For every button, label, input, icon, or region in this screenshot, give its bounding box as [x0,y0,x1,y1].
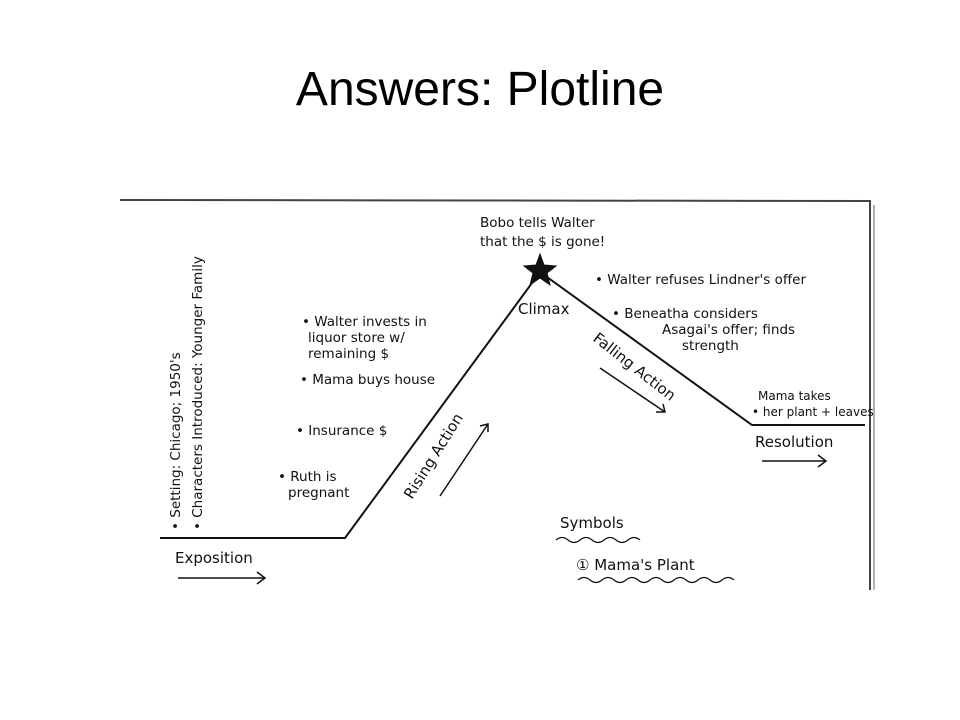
rising-event-3: • Insurance $ [296,423,387,439]
symbols-item: ① Mama's Plant [576,556,695,574]
resolution-label: Resolution [755,433,833,451]
rising-arrow-icon [439,423,489,497]
symbols-item-underline [577,576,735,584]
resolution-line1: Mama takes [758,389,831,403]
exposition-characters: • Characters Introduced: Younger Family [190,256,206,530]
rising-event-1-line1: • Walter invests in [302,314,427,330]
falling-event-1: • Walter refuses Lindner's offer [595,272,806,288]
slide-title: Answers: Plotline [295,63,665,116]
rising-action-label: Rising Action [400,410,467,502]
climax-label: Climax [518,300,570,318]
falling-arrow-icon [599,367,666,413]
climax-star-icon [522,252,558,287]
resolution-arrow-icon [762,454,828,468]
climax-event-line2: that the $ is gone! [480,234,605,250]
sketch-frame [119,199,875,590]
rising-event-1-line3: remaining $ [308,346,389,362]
falling-event-2-line3: strength [682,338,739,354]
rising-event-1-line2: liquor store w/ [308,330,405,346]
exposition-setting: • Setting: Chicago; 1950's [168,352,184,530]
rising-event-4-line1: • Ruth is [278,469,337,485]
rising-event-2: • Mama buys house [300,372,435,388]
falling-event-2-line1: • Beneatha considers [612,306,758,322]
climax-event-line1: Bobo tells Walter [480,215,595,231]
falling-event-2-line2: Asagai's offer; finds [662,322,795,338]
symbols-heading: Symbols [560,514,624,532]
exposition-label: Exposition [175,549,253,567]
rising-event-4-line2: pregnant [288,485,349,501]
symbols-underline [555,536,641,544]
resolution-line2: • her plant + leaves [752,405,874,419]
exposition-arrow-icon [178,571,267,585]
